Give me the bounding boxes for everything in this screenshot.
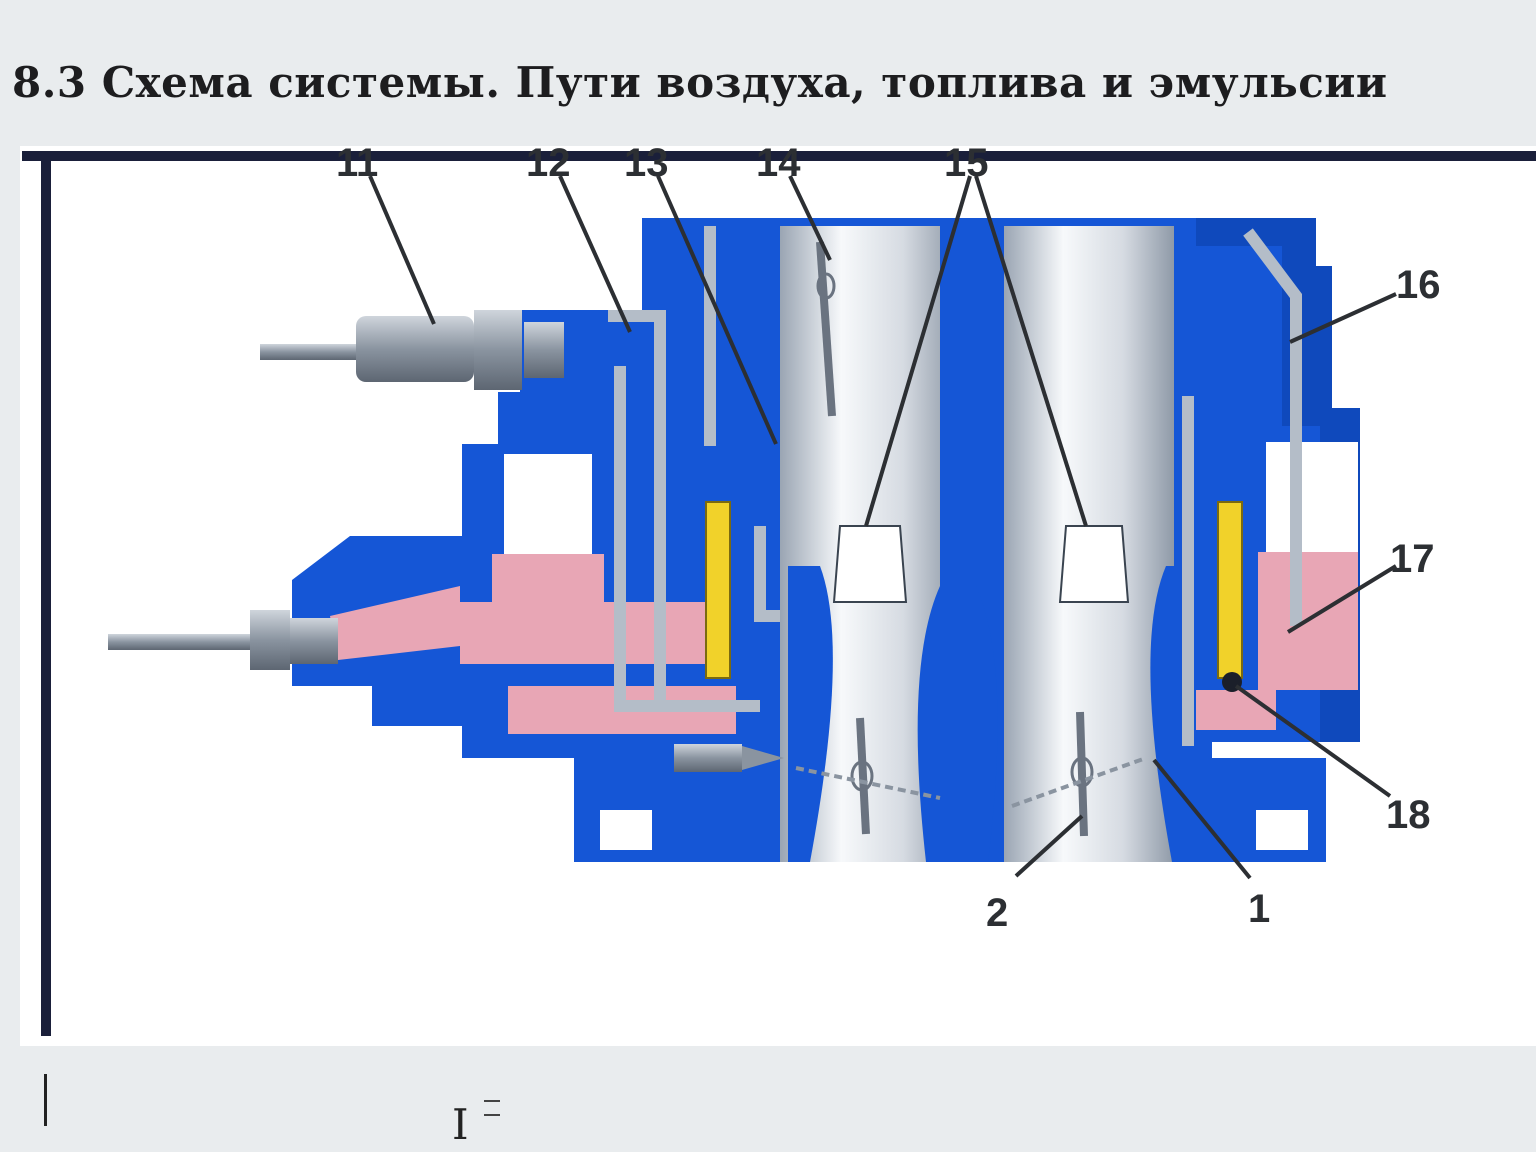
small-venturi-left — [832, 525, 908, 603]
barrel-divider — [917, 226, 998, 862]
venturi-left-wall — [788, 566, 833, 862]
leader-17 — [1286, 564, 1398, 634]
callout-2: 2 — [986, 891, 1008, 935]
leader-11 — [368, 175, 436, 325]
inlet-nut — [250, 610, 290, 670]
fuel-inlet-screw — [108, 610, 338, 670]
text-caret — [44, 1074, 47, 1126]
channel-12 — [608, 310, 666, 706]
small-venturi-right — [1058, 525, 1130, 603]
left-chamber-fuel — [492, 554, 604, 610]
idle-mixture-screw — [674, 744, 784, 772]
leader-1 — [1152, 758, 1252, 880]
flange-hole-right — [1256, 810, 1308, 850]
channel-16 — [1243, 228, 1302, 626]
callout-leaders — [368, 175, 1398, 880]
callout-13: 13 — [624, 146, 669, 185]
body-shading — [1196, 218, 1360, 742]
throttle-linkage-left — [795, 766, 941, 800]
cursor-lines-icon — [484, 1100, 500, 1116]
idle-screw-tip — [742, 746, 784, 770]
inlet-thread — [290, 618, 338, 664]
callout-11: 11 — [336, 146, 378, 185]
callout-labels: 11 12 13 14 15 16 17 18 2 1 — [336, 146, 1441, 935]
inlet-pin — [108, 634, 258, 650]
carburetor-diagram: 11 12 13 14 15 16 17 18 2 1 — [20, 146, 1536, 1046]
leader-15a — [864, 175, 972, 527]
callout-14: 14 — [756, 146, 801, 185]
emulsion-channels — [608, 226, 1302, 746]
idle-screw-body — [674, 744, 742, 772]
right-chamber-air — [1266, 442, 1358, 552]
throttle-axis-primary — [850, 760, 874, 792]
callout-1: 1 — [1248, 887, 1270, 931]
throttle-axis-secondary — [1070, 756, 1094, 788]
leader-12 — [558, 175, 632, 333]
choke-axis — [816, 272, 836, 300]
solenoid-valve-11 — [260, 310, 564, 390]
text-cursor-icon: I — [452, 1100, 469, 1149]
throttle-linkage-right — [1011, 756, 1147, 808]
callout-15: 15 — [944, 146, 989, 185]
left-chamber-air — [504, 454, 592, 554]
channel-idle — [614, 366, 760, 712]
choke-flap-14 — [816, 241, 836, 417]
callout-18: 18 — [1386, 793, 1431, 837]
flange-hole-left — [600, 810, 652, 850]
page-title: 8.3 Схема системы. Пути воздуха, топлива… — [12, 58, 1388, 107]
callout-17: 17 — [1390, 537, 1435, 581]
emulsion-tube-right — [1217, 501, 1243, 679]
solenoid-body — [356, 316, 474, 382]
emulsion-tube-left — [705, 501, 731, 679]
leader-13 — [656, 175, 778, 445]
solenoid-nut — [474, 310, 522, 390]
channel-air — [754, 526, 780, 622]
diagram-canvas: 11 12 13 14 15 16 17 18 2 1 — [20, 146, 1536, 1046]
solenoid-thread — [524, 322, 564, 378]
leader-2 — [1014, 814, 1084, 878]
leader-15b — [974, 175, 1088, 527]
callout-12: 12 — [526, 146, 571, 185]
leader-16 — [1289, 292, 1397, 344]
solenoid-pin — [260, 344, 364, 360]
throttle-plate-primary — [856, 717, 870, 835]
callout-16: 16 — [1396, 263, 1441, 307]
throttle-plate-secondary-2 — [1076, 711, 1088, 837]
right-fuel-channel — [1196, 690, 1276, 730]
leader-18 — [1234, 684, 1392, 798]
leader-14 — [788, 175, 832, 261]
